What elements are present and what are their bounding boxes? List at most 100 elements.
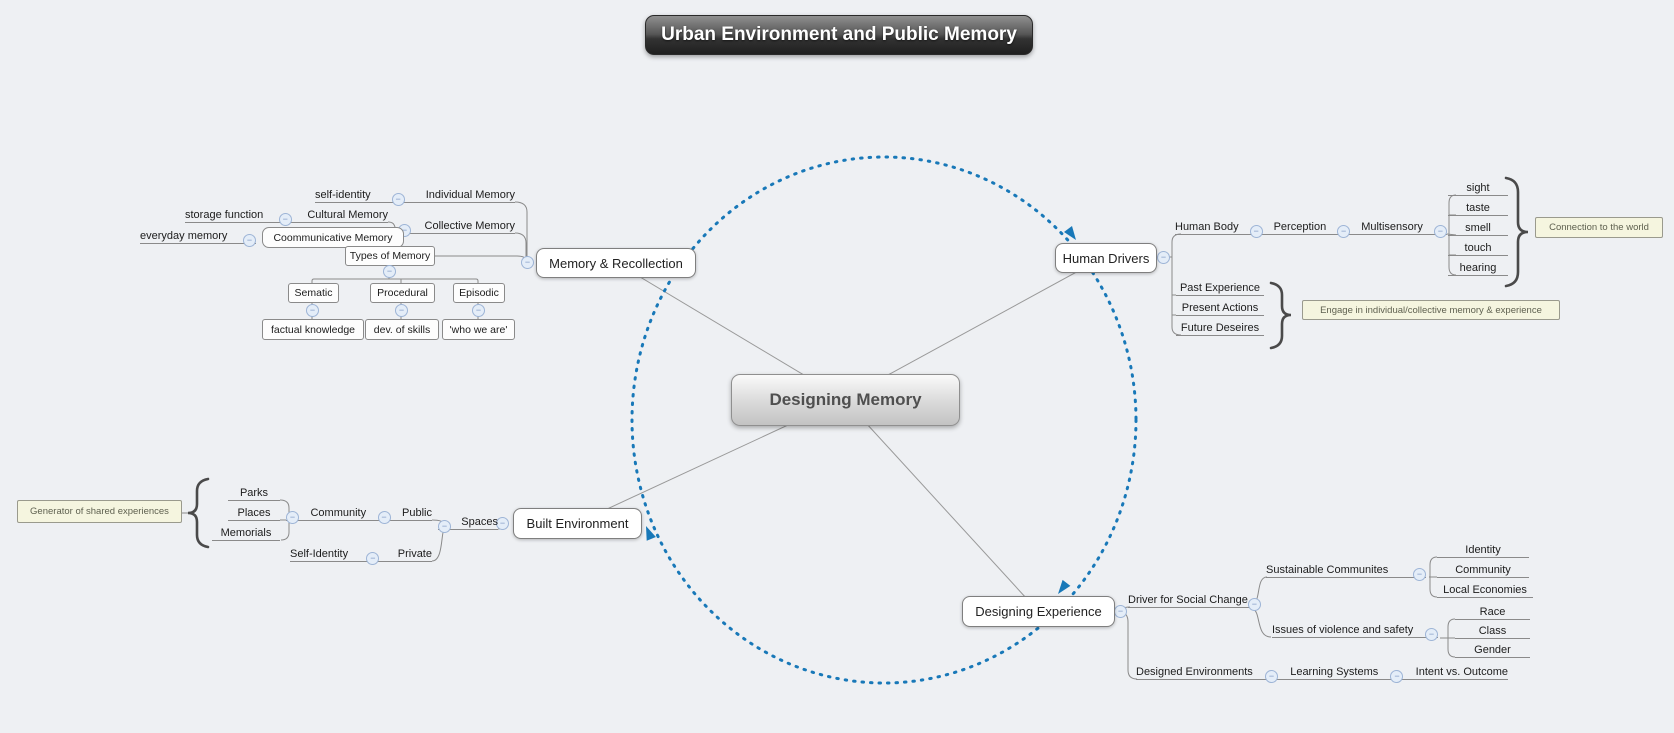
map-title[interactable]: Urban Environment and Public Memory (645, 15, 1033, 55)
topic-sematic[interactable]: Sematic (288, 283, 339, 303)
row-everyday-memory: everyday memory (140, 228, 256, 247)
topic-types-of-memory[interactable]: Types of Memory (345, 246, 435, 266)
topic-local-economies[interactable]: Local Economies (1437, 582, 1533, 598)
collapse-icon[interactable] (377, 511, 391, 524)
topic-race[interactable]: Race (1455, 604, 1530, 620)
row-spaces: Spaces (438, 514, 498, 533)
topic-perception[interactable]: Perception (1273, 221, 1327, 233)
collapse-icon[interactable] (1413, 568, 1426, 581)
relationship-loop (630, 155, 1138, 685)
topic-driver-for-social-change[interactable]: Driver for Social Change (1128, 594, 1248, 606)
brace-marks (187, 176, 1529, 549)
topic-everyday-memory[interactable]: everyday memory (140, 230, 228, 242)
topic-storage-function[interactable]: storage function (185, 209, 264, 221)
node-built-environment[interactable]: Built Environment (513, 508, 642, 539)
topic-multisensory[interactable]: Multisensory (1361, 221, 1423, 233)
topic-places[interactable]: Places (228, 505, 280, 521)
node-memory-recollection[interactable]: Memory & Recollection (536, 248, 696, 278)
topic-cultural-memory[interactable]: Cultural Memory (307, 209, 388, 221)
collapse-icon[interactable] (521, 256, 534, 269)
topic-gender[interactable]: Gender (1455, 642, 1530, 658)
row-sustainable-communites: Sustainable Communites (1266, 562, 1426, 581)
topic-spaces[interactable]: Spaces (461, 516, 498, 528)
node-human-drivers[interactable]: Human Drivers (1055, 243, 1157, 273)
topic-class[interactable]: Class (1455, 623, 1530, 639)
topic-public[interactable]: Public (402, 507, 432, 519)
topic-parks[interactable]: Parks (228, 485, 280, 501)
topic-touch[interactable]: touch (1448, 240, 1508, 256)
topic-smell[interactable]: smell (1448, 220, 1508, 236)
brace-time (1269, 281, 1292, 350)
topic-who-we-are[interactable]: 'who we are' (442, 319, 515, 340)
collapse-icon[interactable] (1114, 605, 1127, 618)
topic-community-exp-label: Community (1455, 564, 1511, 576)
topic-factual-knowledge[interactable]: factual knowledge (262, 319, 364, 340)
topic-sustainable-communites[interactable]: Sustainable Communites (1266, 564, 1389, 576)
topic-local-economies-label: Local Economies (1443, 584, 1527, 596)
topic-collective-memory[interactable]: Collective Memory (424, 220, 515, 232)
topic-human-body[interactable]: Human Body (1175, 221, 1239, 233)
note-generator-shared-experiences[interactable]: Generator of shared experiences (17, 500, 182, 523)
topic-memorials[interactable]: Memorials (212, 525, 280, 541)
note-connection-to-the-world[interactable]: Connection to the world (1535, 217, 1663, 238)
main-branch-lines (576, 256, 1105, 612)
row-cultural-memory: storage function Cultural Memory (185, 207, 388, 226)
topic-parks-label: Parks (239, 487, 269, 499)
topic-learning-systems[interactable]: Learning Systems (1290, 666, 1379, 678)
row-human-body: Human Body Perception Multisensory (1175, 219, 1447, 238)
collapse-icon[interactable] (286, 511, 299, 524)
topic-dev-of-skills[interactable]: dev. of skills (365, 319, 439, 340)
topic-individual-memory[interactable]: Individual Memory (425, 189, 515, 201)
topic-designed-environments[interactable]: Designed Environments (1136, 666, 1253, 678)
topic-sight[interactable]: sight (1448, 180, 1508, 196)
collapse-icon[interactable] (1249, 225, 1263, 238)
topic-episodic[interactable]: Episodic (453, 283, 505, 303)
row-driver-social-change: Driver for Social Change (1128, 592, 1261, 611)
collapse-icon[interactable] (1425, 628, 1438, 641)
topic-self-identity-built[interactable]: Self-Identity (290, 548, 349, 560)
collapse-icon[interactable] (278, 213, 292, 226)
collapse-icon[interactable] (496, 517, 509, 530)
topic-taste[interactable]: taste (1448, 200, 1508, 216)
node-designing-experience[interactable]: Designing Experience (962, 596, 1115, 627)
collapse-icon[interactable] (1337, 225, 1351, 238)
collapse-icon[interactable] (1157, 251, 1170, 264)
topic-present-actions[interactable]: Present Actions (1176, 300, 1264, 316)
collapse-icon[interactable] (472, 304, 485, 317)
collapse-icon[interactable] (1247, 598, 1261, 611)
topic-past-experience[interactable]: Past Experience (1176, 280, 1264, 296)
topic-future-deseires-label: Future Deseires (1180, 322, 1260, 334)
topic-identity[interactable]: Identity (1437, 542, 1529, 558)
arrowhead-designing-experience (1058, 579, 1071, 594)
collapse-icon[interactable] (1265, 670, 1278, 683)
topic-self-identity[interactable]: self-identity (315, 189, 371, 201)
topic-community-exp[interactable]: Community (1437, 562, 1529, 578)
collapse-icon[interactable] (1390, 670, 1404, 683)
collapse-icon[interactable] (383, 265, 396, 278)
collapse-icon[interactable] (306, 304, 319, 317)
topic-hearing[interactable]: hearing (1448, 260, 1508, 276)
topic-memorials-label: Memorials (220, 527, 272, 539)
collapse-icon[interactable] (366, 552, 380, 565)
topic-sight-label: sight (1466, 182, 1490, 194)
central-topic[interactable]: Designing Memory (731, 374, 960, 426)
topic-intent-vs-outcome[interactable]: Intent vs. Outcome (1415, 666, 1508, 678)
collapse-icon[interactable] (243, 234, 256, 247)
topic-touch-label: touch (1464, 242, 1492, 254)
collapse-icon[interactable] (395, 304, 408, 317)
topic-issues-of-violence-and-safety[interactable]: Issues of violence and safety (1272, 624, 1414, 636)
row-designed-environments: Designed Environments Learning Systems I… (1136, 664, 1508, 683)
brace-places (187, 477, 210, 549)
row-community-public: Community Public (286, 505, 432, 524)
topic-private[interactable]: Private (397, 548, 432, 560)
topic-future-deseires[interactable]: Future Deseires (1176, 320, 1264, 336)
topic-community[interactable]: Community (310, 507, 367, 519)
collapse-icon[interactable] (438, 520, 451, 533)
note-engage-memory-experience[interactable]: Engage in individual/collective memory &… (1302, 300, 1560, 320)
collapse-icon[interactable] (1433, 225, 1447, 238)
topic-communicative-memory[interactable]: Coommunicative Memory (262, 227, 404, 248)
topic-procedural[interactable]: Procedural (370, 283, 435, 303)
topic-gender-label: Gender (1474, 644, 1511, 656)
collapse-icon[interactable] (391, 193, 405, 206)
row-collective-memory: Collective Memory (398, 218, 515, 237)
